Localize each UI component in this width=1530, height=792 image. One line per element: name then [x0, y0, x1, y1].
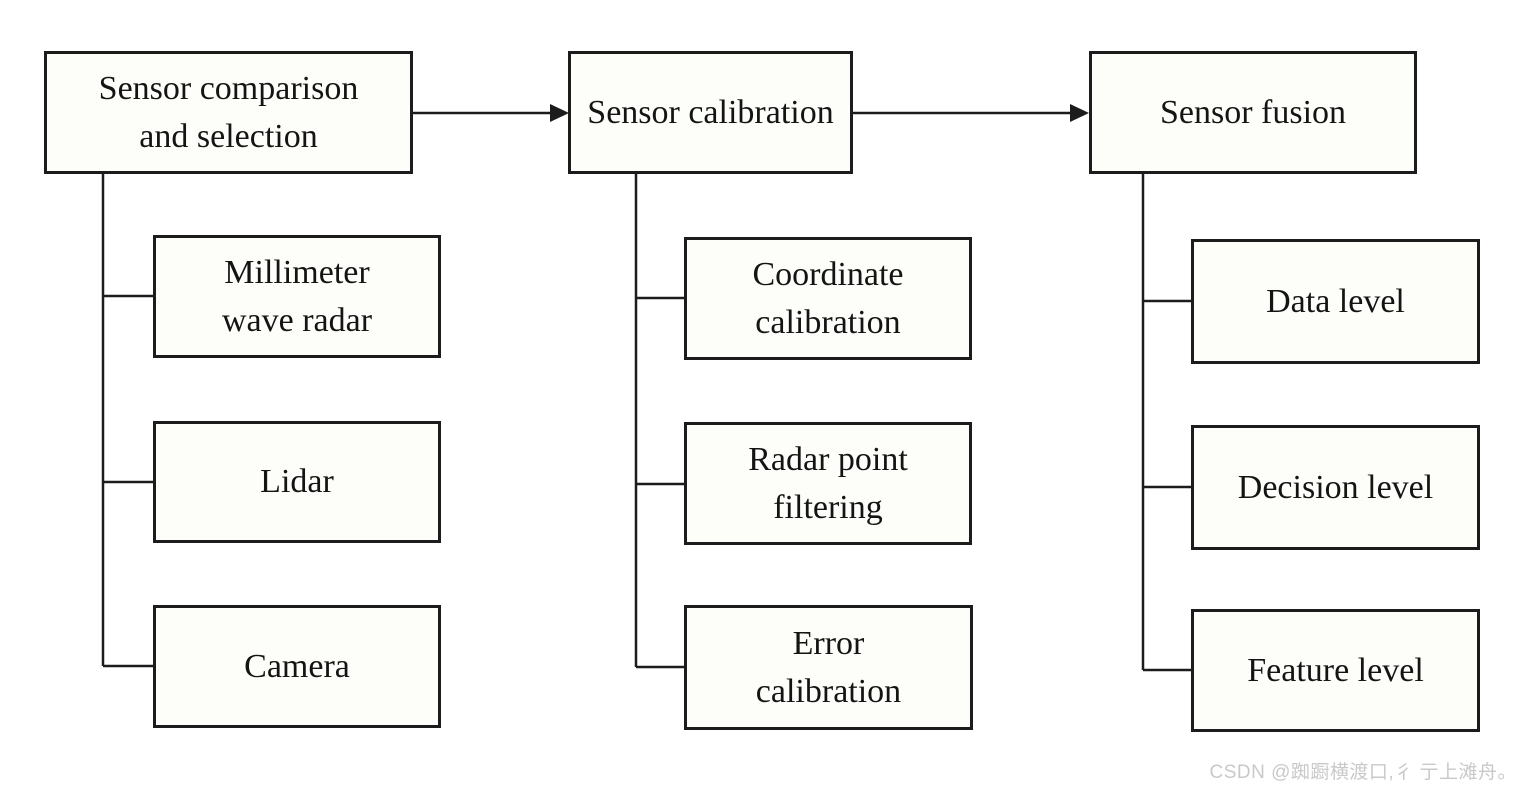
box-data-level: Data level: [1191, 239, 1480, 364]
box-label: Coordinate calibration: [752, 255, 904, 341]
box-millimeter-wave-radar: Millimeter wave radar: [153, 235, 441, 358]
box-label: Sensor comparison and selection: [98, 69, 359, 155]
box-label: Camera: [244, 647, 350, 685]
box-sensor-calibration: Sensor calibration: [568, 51, 853, 174]
box-label: Lidar: [260, 463, 334, 501]
tree-connector-column-2: [634, 174, 684, 669]
box-label: Error calibration: [755, 624, 902, 710]
box-label: Sensor calibration: [587, 93, 834, 131]
box-lidar: Lidar: [153, 421, 441, 543]
tree-connector-column-3: [1141, 174, 1191, 672]
csdn-watermark: CSDN @踟蹰横渡口,彳 亍上滩舟。: [1209, 762, 1517, 783]
box-sensor-comparison-and-selection: Sensor comparison and selection: [44, 51, 413, 174]
box-label: Radar point filtering: [748, 440, 908, 526]
box-coordinate-calibration: Coordinate calibration: [684, 237, 972, 360]
box-label: Millimeter wave radar: [221, 253, 373, 339]
box-label: Sensor fusion: [1159, 93, 1347, 131]
box-camera: Camera: [153, 605, 441, 728]
tree-connector-column-1: [101, 174, 153, 668]
box-label: Decision level: [1237, 468, 1434, 506]
box-label: Feature level: [1247, 651, 1424, 689]
box-decision-level: Decision level: [1191, 425, 1480, 550]
box-radar-point-filtering: Radar point filtering: [684, 422, 972, 545]
flow-arrow-calibration-to-fusion: [853, 104, 1089, 122]
box-feature-level: Feature level: [1191, 609, 1480, 732]
flow-arrow-comparison-to-calibration: [413, 104, 569, 122]
box-sensor-fusion: Sensor fusion: [1089, 51, 1417, 174]
box-label: Data level: [1266, 282, 1405, 320]
arrowhead-icon: [550, 104, 569, 122]
box-error-calibration: Error calibration: [684, 605, 973, 730]
arrowhead-icon: [1070, 104, 1089, 122]
